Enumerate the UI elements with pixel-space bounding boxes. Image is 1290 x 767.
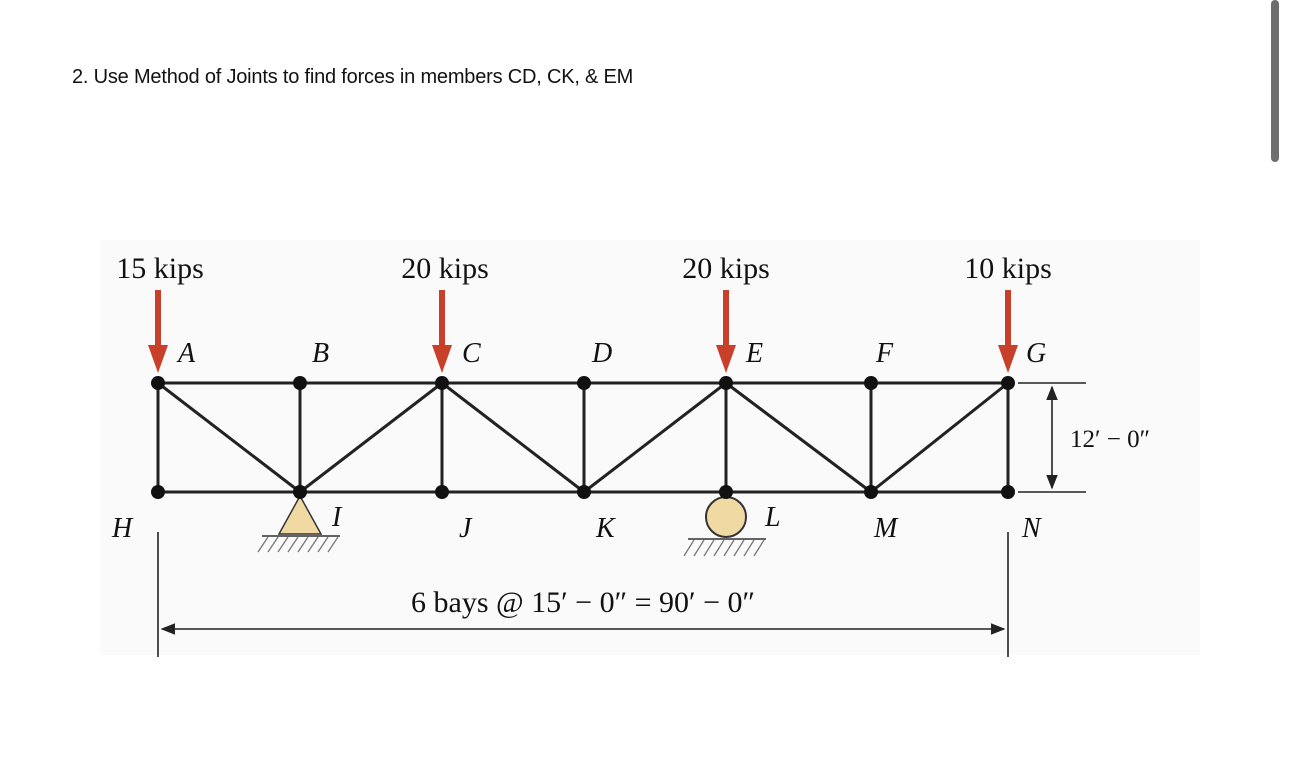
joint-label-h: H xyxy=(111,513,134,544)
load-arrow-a xyxy=(148,290,168,373)
question-text: 2. Use Method of Joints to find forces i… xyxy=(72,66,634,88)
load-arrow-e xyxy=(716,290,736,373)
member-ai xyxy=(157,381,301,494)
span-dimension xyxy=(157,532,1009,657)
load-label-g: 10 kips xyxy=(964,252,1052,285)
joint-label-i: I xyxy=(331,502,343,533)
joint-label-g: G xyxy=(1026,338,1046,369)
joint-f xyxy=(864,376,878,390)
load-arrow-g xyxy=(998,290,1018,373)
load-label-a: 15 kips xyxy=(116,252,204,285)
joint-e xyxy=(719,376,733,390)
span-dimension-label: 6 bays @ 15′ − 0″ = 90′ − 0″ xyxy=(411,586,755,619)
figure-panel xyxy=(100,240,1200,655)
scrollbar[interactable] xyxy=(1271,0,1279,162)
joint-l xyxy=(719,485,733,499)
pin-support xyxy=(257,494,340,553)
joint-b xyxy=(293,376,307,390)
joint-label-j: J xyxy=(459,513,473,544)
joint-label-e: E xyxy=(745,338,763,369)
load-arrows xyxy=(148,290,1018,373)
member-mg xyxy=(870,381,1009,494)
joint-label-d: D xyxy=(591,338,612,369)
joint-label-n: N xyxy=(1021,513,1042,544)
joint-m xyxy=(864,485,878,499)
joints xyxy=(151,376,1015,499)
joint-label-a: A xyxy=(176,338,196,369)
joint-label-m: M xyxy=(873,513,899,544)
joint-g xyxy=(1001,376,1015,390)
member-ck xyxy=(441,381,585,494)
joint-h xyxy=(151,485,165,499)
joint-label-k: K xyxy=(595,513,616,544)
member-ke xyxy=(583,381,727,494)
joint-n xyxy=(1001,485,1015,499)
joint-label-l: L xyxy=(764,502,781,533)
member-em xyxy=(725,381,872,494)
joint-i xyxy=(293,485,307,499)
load-label-e: 20 kips xyxy=(682,252,770,285)
joint-d xyxy=(577,376,591,390)
joint-c xyxy=(435,376,449,390)
joint-k xyxy=(577,485,591,499)
height-dimension-label: 12′ − 0″ xyxy=(1070,426,1150,453)
joint-a xyxy=(151,376,165,390)
joint-label-b: B xyxy=(312,338,329,369)
load-label-c: 20 kips xyxy=(401,252,489,285)
height-dimension xyxy=(1018,382,1086,493)
joint-label-f: F xyxy=(875,338,894,369)
joint-j xyxy=(435,485,449,499)
joint-label-c: C xyxy=(462,338,481,369)
load-arrow-c xyxy=(432,290,452,373)
member-ic xyxy=(299,381,443,494)
